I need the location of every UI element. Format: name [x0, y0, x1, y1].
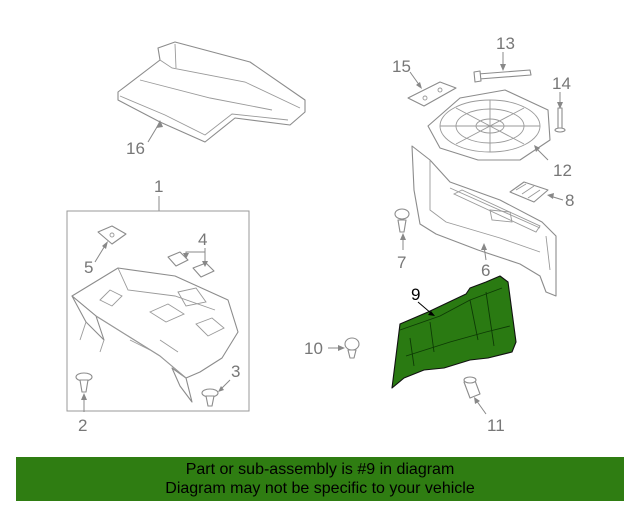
part-6-trim-panel — [411, 145, 557, 297]
callout-2: 2 — [78, 416, 87, 435]
callout-1: 1 — [154, 177, 163, 196]
part-1-rear-shelf — [71, 267, 239, 403]
callout-3: 3 — [231, 362, 240, 381]
part-2-push-pin — [75, 372, 93, 393]
part-7-clip — [394, 208, 410, 233]
callout-4: 4 — [198, 230, 207, 249]
callout-8: 8 — [565, 191, 574, 210]
part-10-clip — [344, 337, 360, 359]
callout-9: 9 — [411, 285, 420, 304]
part-16-cover — [117, 41, 306, 143]
callout-13: 13 — [496, 34, 515, 53]
callout-16: 16 — [126, 139, 145, 158]
part-14-screw — [554, 107, 566, 133]
part-1-group-box — [66, 210, 250, 412]
info-banner: Part or sub-assembly is #9 in diagram Di… — [16, 457, 624, 501]
callout-7: 7 — [397, 253, 406, 272]
callout-6: 6 — [481, 261, 490, 280]
part-15-bracket — [407, 81, 457, 107]
part-11-clip — [463, 376, 481, 399]
part-9-quarter-trim — [391, 275, 517, 389]
callout-15: 15 — [392, 57, 411, 76]
part-8-bracket — [509, 181, 549, 203]
callout-10: 10 — [304, 339, 323, 358]
callout-14: 14 — [552, 74, 571, 93]
banner-line-1: Part or sub-assembly is #9 in diagram — [185, 461, 455, 478]
part-13-bolt — [473, 69, 532, 83]
callout-5: 5 — [84, 258, 93, 277]
banner-line-2: Diagram may not be specific to your vehi… — [165, 480, 475, 497]
part-12-tire-cover — [427, 89, 551, 161]
callout-12: 12 — [553, 161, 572, 180]
part-3-push-pin — [201, 388, 219, 407]
part-4-brackets — [167, 251, 215, 278]
part-5-clip — [97, 225, 127, 245]
parts-diagram: 16 1 5 4 2 — [66, 34, 574, 435]
callout-11: 11 — [487, 416, 505, 435]
